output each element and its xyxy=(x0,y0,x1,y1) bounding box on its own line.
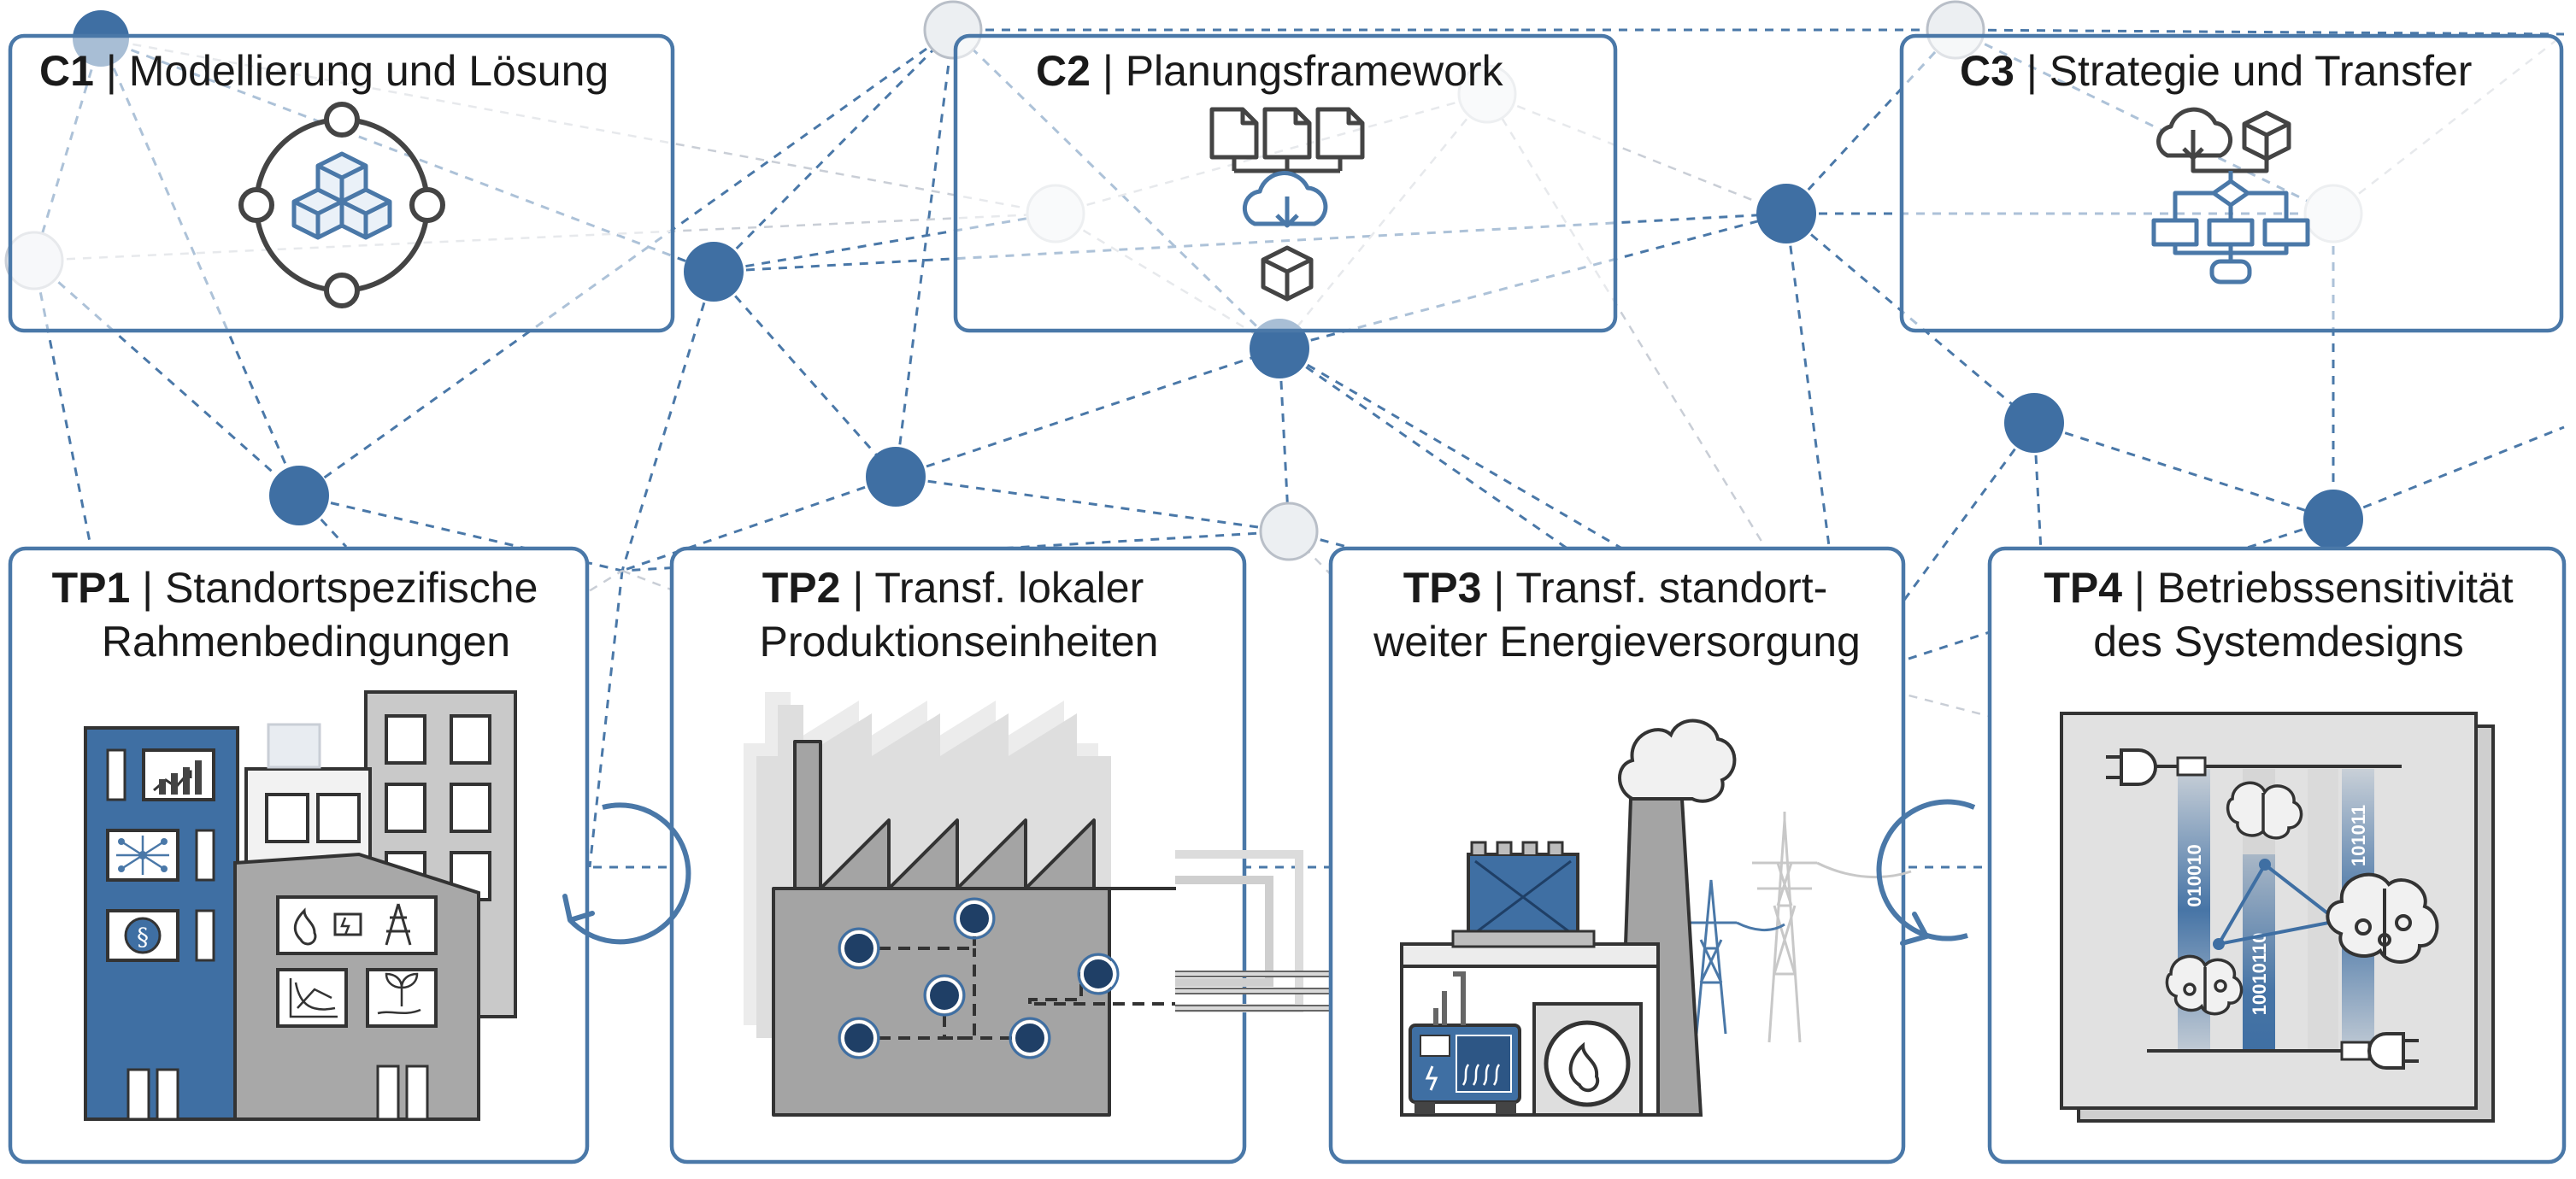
network-node xyxy=(684,242,744,302)
binary-code-1: 010010 xyxy=(2184,844,2205,906)
network-node xyxy=(1259,502,1319,561)
box-tp2: TP2 | Transf. lokaler Produktionseinheit… xyxy=(669,546,1461,1164)
tp1-title-line1: Standortspezifische xyxy=(165,564,538,612)
c1-code: C1 xyxy=(39,47,94,95)
c1-title: Modellierung und Lösung xyxy=(129,47,609,95)
factory-illustration xyxy=(744,692,1461,1117)
binary-band xyxy=(2243,854,2275,1051)
factory-node xyxy=(841,930,877,966)
svg-text:TP3 | Transf. standort-: TP3 | Transf. standort- xyxy=(1403,564,1828,612)
cycle-arrow-left-icon xyxy=(568,802,691,945)
network-node xyxy=(1250,319,1309,378)
tp4-code: TP4 xyxy=(2044,564,2122,612)
box-c2: C2 | Planungsframework xyxy=(953,33,1618,333)
tp2-title-line2: Produktionseinheiten xyxy=(760,618,1159,666)
plug-icon xyxy=(2367,1032,2419,1070)
network-node xyxy=(866,447,926,507)
tp1-title-line2: Rahmenbedingungen xyxy=(102,618,510,666)
energy-supply-illustration xyxy=(1400,719,1912,1117)
c1-separator: | xyxy=(94,47,129,95)
tp3-code: TP3 xyxy=(1403,564,1482,612)
brain-gears-icon xyxy=(2226,781,2303,840)
factory-node xyxy=(926,977,962,1013)
tp4-title-line2: des Systemdesigns xyxy=(2093,618,2464,666)
tp2-code: TP2 xyxy=(762,564,841,612)
cycle-arrows xyxy=(562,799,1976,946)
tp3-title-line1: Transf. standort- xyxy=(1515,564,1827,612)
svg-text:C3 | Strategie und Transfer: C3 | Strategie und Transfer xyxy=(1960,47,2472,95)
c3-code: C3 xyxy=(1960,47,2014,95)
svg-text:C1 | Modellierung und Lösung: C1 | Modellierung und Lösung xyxy=(39,47,609,95)
box-c3: C3 | Strategie und Transfer xyxy=(1899,33,2564,333)
tp1-separator: | xyxy=(130,564,165,612)
factory-node xyxy=(1080,956,1116,992)
network-node xyxy=(269,466,329,525)
factory-node xyxy=(841,1020,877,1056)
tp4-separator: | xyxy=(2122,564,2157,612)
factory-node xyxy=(956,900,992,936)
box-tp4: TP4 | Betriebssensitivität des Systemdes… xyxy=(1987,546,2567,1164)
tp3-separator: | xyxy=(1481,564,1515,612)
network-node xyxy=(1756,184,1816,243)
binary-code-2: 101011 xyxy=(2348,805,2369,866)
tp3-title-line2: weiter Energieversorgung xyxy=(1373,618,1861,666)
factory-node xyxy=(1012,1020,1048,1056)
svg-text:C2 | Planungsframework: C2 | Planungsframework xyxy=(1036,47,1504,95)
network-node xyxy=(2303,490,2363,549)
fuse-icon xyxy=(2340,1041,2371,1061)
network-node xyxy=(2004,393,2064,453)
binary-code-3: 10010110 xyxy=(2249,933,2270,1016)
plug-icon xyxy=(2106,748,2157,786)
c2-code: C2 xyxy=(1036,47,1091,95)
svg-text:TP1 | Standortspezifische: TP1 | Standortspezifische xyxy=(52,564,538,612)
system-design-panel-illustration: 010010 101011 10010110 xyxy=(2060,712,2495,1123)
c3-title: Strategie und Transfer xyxy=(2050,47,2473,95)
box-tp3: TP3 | Transf. standort- weiter Energieve… xyxy=(1328,546,1912,1164)
c2-title: Planungsframework xyxy=(1126,47,1504,95)
c3-separator: | xyxy=(2014,47,2050,95)
tp1-code: TP1 xyxy=(52,564,131,612)
box-c1: C1 | Modellierung und Lösung xyxy=(8,33,675,333)
box-tp1: TP1 | Standortspezifische Rahmenbedingun… xyxy=(8,546,590,1164)
tp2-title-line1: Transf. lokaler xyxy=(874,564,1144,612)
fuse-icon xyxy=(2176,756,2207,777)
tp2-separator: | xyxy=(840,564,874,612)
svg-text:§: § xyxy=(137,923,149,951)
tp4-title-line1: Betriebssensitivität xyxy=(2157,564,2514,612)
c2-separator: | xyxy=(1091,47,1126,95)
cubes-ring-icon xyxy=(238,102,445,308)
city-buildings-illustration: § xyxy=(84,690,517,1121)
brain-gears-icon xyxy=(2165,954,2244,1016)
svg-text:TP2 | Transf. lokaler: TP2 | Transf. lokaler xyxy=(762,564,1144,612)
brain-gears-icon xyxy=(2326,872,2439,964)
svg-text:TP4 | Betriebssensitivität: TP4 | Betriebssensitivität xyxy=(2044,564,2513,612)
planning-framework-icon xyxy=(1209,107,1365,302)
strategy-flowchart-icon xyxy=(2151,107,2310,284)
